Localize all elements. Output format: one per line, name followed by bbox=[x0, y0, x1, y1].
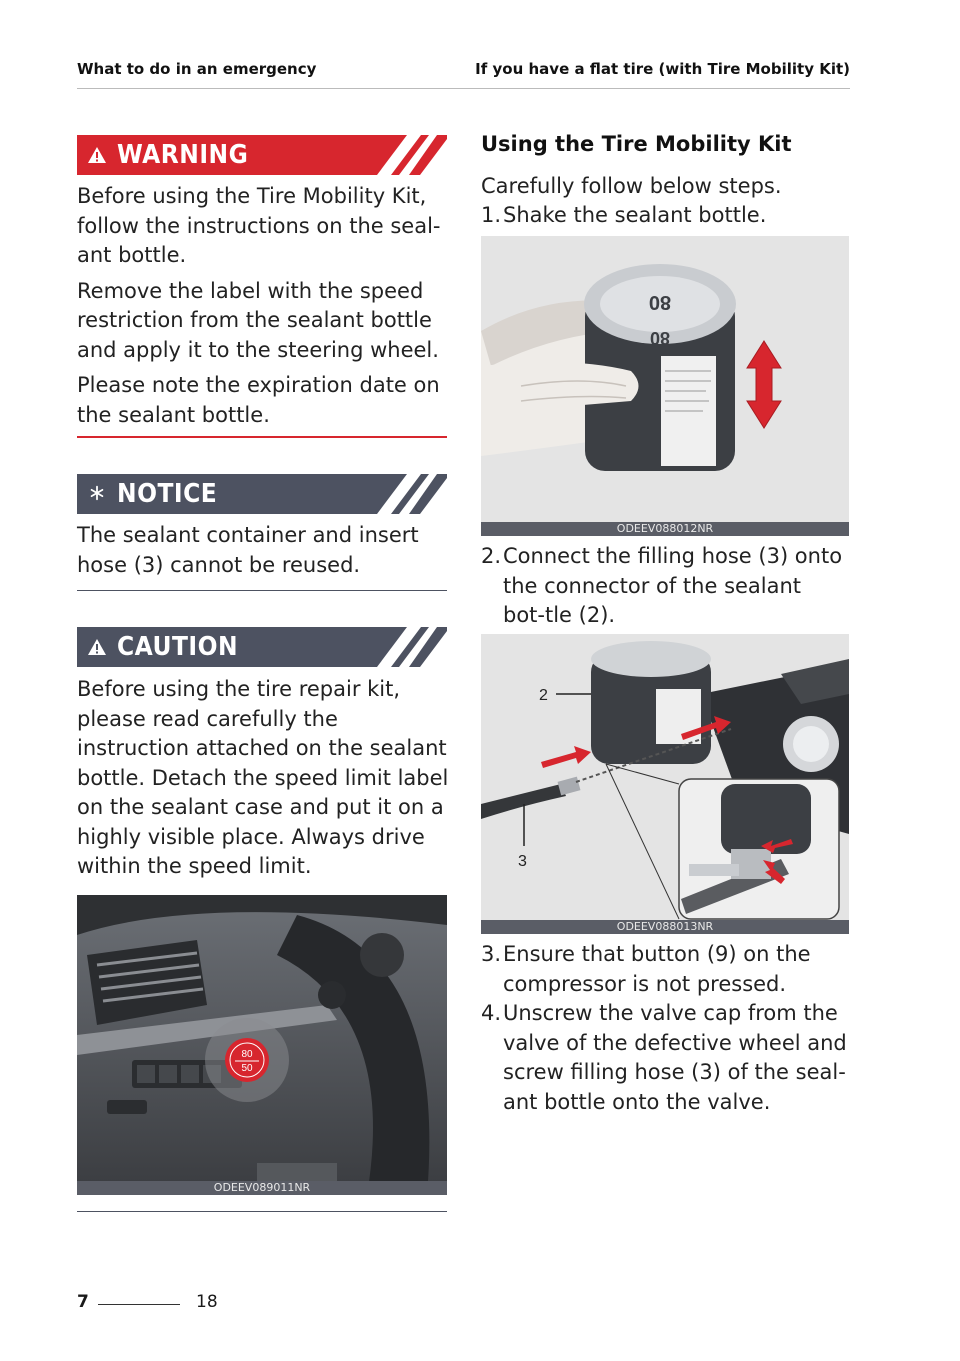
page-number: 18 bbox=[196, 1292, 218, 1312]
bottle-label-a: 80 bbox=[649, 291, 671, 313]
dashboard-illustration: 80 50 ODEEV089011NR bbox=[77, 895, 447, 1195]
chapter-number: 7 bbox=[77, 1292, 89, 1312]
step-text: Unscrew the valve cap from the valve of … bbox=[503, 1001, 847, 1114]
warning-triangle-icon bbox=[88, 147, 106, 163]
banner-stripes bbox=[377, 135, 447, 175]
step-number: 3. bbox=[481, 942, 502, 966]
running-header-left: What to do in an emergency bbox=[77, 60, 317, 78]
caution-paragraph: Before using the tire repair kit, please… bbox=[77, 677, 449, 878]
notice-banner: NOTICE bbox=[77, 474, 447, 514]
caution-triangle-icon bbox=[88, 639, 106, 655]
footer-rule bbox=[98, 1304, 180, 1305]
step-number: 4. bbox=[481, 1001, 502, 1025]
steps-3-4: 3. Ensure that button (9) on the compres… bbox=[481, 940, 849, 1117]
step-item: 4. Unscrew the valve cap from the valve … bbox=[481, 999, 849, 1117]
connect-drawing: 2 3 bbox=[481, 634, 849, 934]
warning-title: WARNING bbox=[117, 140, 249, 170]
section-title: Using the Tire Mobility Kit bbox=[481, 132, 792, 156]
notice-title: NOTICE bbox=[117, 479, 218, 509]
figure-caption: ODEEV089011NR bbox=[77, 1181, 447, 1195]
figure-caption: ODEEV088012NR bbox=[481, 522, 849, 536]
connect-hose-illustration: 2 3 ODEEV088013NR bbox=[481, 634, 849, 934]
step-text: Connect the filling hose (3) onto the co… bbox=[503, 544, 843, 627]
speed-label-top: 80 bbox=[241, 1049, 253, 1060]
running-header-right: If you have a flat tire (with Tire Mobil… bbox=[475, 60, 850, 78]
warning-paragraph: Remove the label with the speed restrict… bbox=[77, 278, 439, 362]
notice-end-rule bbox=[77, 590, 447, 591]
step-2: 2. Connect the filling hose (3) onto the… bbox=[481, 542, 849, 631]
step-text: Shake the sealant bottle. bbox=[503, 203, 767, 227]
callout-2: 2 bbox=[539, 687, 548, 704]
banner-stripes bbox=[377, 627, 447, 667]
caution-title: CAUTION bbox=[117, 632, 239, 662]
warning-banner: WARNING bbox=[77, 135, 447, 175]
warning-paragraph: Please note the expiration date on the s… bbox=[77, 373, 440, 427]
step-item: 1. Shake the sealant bottle. bbox=[481, 201, 849, 231]
header-divider bbox=[77, 88, 850, 89]
step-number: 2. bbox=[481, 544, 502, 568]
shake-drawing: 80 80 bbox=[481, 236, 849, 536]
caution-end-rule bbox=[77, 1211, 447, 1212]
callout-3: 3 bbox=[518, 853, 527, 870]
asterisk-icon bbox=[90, 485, 104, 501]
caution-banner: CAUTION bbox=[77, 627, 447, 667]
shake-bottle-illustration: 80 80 ODEEV088012NR bbox=[481, 236, 849, 536]
step-1: 1. Shake the sealant bottle. bbox=[481, 201, 849, 231]
step-number: 1. bbox=[481, 203, 502, 227]
step-item: 3. Ensure that button (9) on the compres… bbox=[481, 940, 849, 999]
caution-body: Before using the tire repair kit, please… bbox=[77, 675, 449, 882]
section-intro: Carefully follow below steps. bbox=[481, 174, 782, 198]
banner-stripes bbox=[377, 474, 447, 514]
speed-label-bottom: 50 bbox=[241, 1063, 253, 1074]
warning-paragraph: Before using the Tire Mobility Kit, foll… bbox=[77, 184, 441, 267]
figure-caption: ODEEV088013NR bbox=[481, 920, 849, 934]
notice-paragraph: The sealant container and insert hose (3… bbox=[77, 523, 419, 577]
warning-end-rule bbox=[77, 436, 447, 438]
dashboard-drawing: 80 50 bbox=[77, 895, 447, 1195]
warning-body: Before using the Tire Mobility Kit, foll… bbox=[77, 182, 449, 430]
step-text: Ensure that button (9) on the compressor… bbox=[503, 942, 811, 996]
notice-body: The sealant container and insert hose (3… bbox=[77, 521, 449, 580]
bottle-label-b: 80 bbox=[650, 328, 670, 348]
step-item: 2. Connect the filling hose (3) onto the… bbox=[481, 542, 849, 631]
